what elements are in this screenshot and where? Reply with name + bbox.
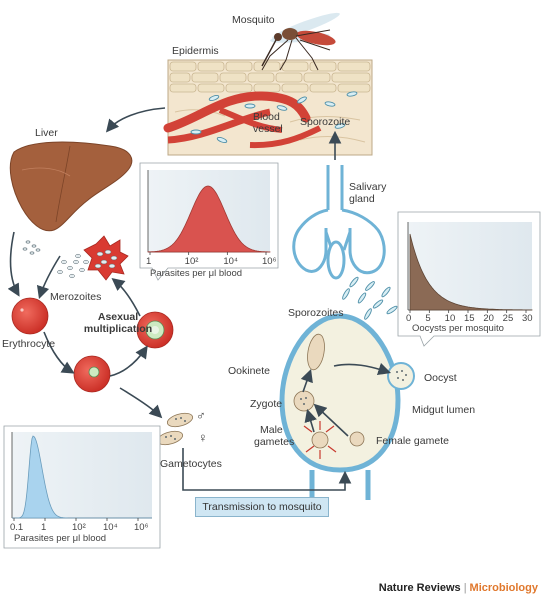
migrating-sporozoites [342, 276, 398, 320]
tick-label: 10⁶ [262, 256, 277, 267]
mosquito-illustration [261, 12, 340, 71]
label-merozoites: Merozoites [50, 291, 102, 303]
label-oocyst: Oocyst [424, 372, 457, 384]
tick-label: 30 [522, 313, 533, 324]
tick-label: 25 [502, 313, 514, 324]
label-sporozoite: Sporozoite [300, 116, 351, 128]
liver-merozoites [22, 240, 41, 255]
label-ookinete: Ookinete [228, 365, 271, 377]
tick-label: 1 [146, 256, 152, 267]
epidermis-cells [169, 61, 371, 93]
label-zygote: Zygote [250, 398, 283, 410]
tick-label: 10² [72, 522, 86, 533]
label-epidermis: Epidermis [172, 45, 219, 57]
label-midgut-lumen: Midgut lumen [412, 404, 476, 416]
tick-label: 15 [464, 313, 475, 324]
tick-label: 0 [406, 313, 412, 324]
chart-blood-stage [139, 162, 279, 281]
label-female-gamete: Female gamete [376, 435, 449, 447]
tick-label: 10² [184, 256, 199, 267]
skin-block [163, 59, 373, 156]
tick-label: 1 [41, 522, 47, 533]
cycle-arrows [7, 107, 392, 491]
male-symbol: ♂ [196, 408, 206, 423]
label-sporozoites: Sporozoites [288, 307, 344, 319]
label-blood-vessel-1: Blood [253, 111, 280, 123]
tick-label: 10 [444, 313, 456, 324]
liver-organ [9, 141, 133, 232]
tick-label: 10⁴ [223, 256, 238, 267]
skin-sporozoites [190, 91, 358, 143]
chart-gametocyte [3, 425, 161, 549]
chart-blood-xlabel: Parasites per μl blood [150, 268, 243, 279]
label-male-gametes-2: gametes [254, 436, 295, 448]
chart-oocyst [397, 211, 541, 347]
midgut [279, 313, 415, 500]
label-asexual-1: Asexual [97, 311, 139, 323]
footer-separator: | [463, 582, 467, 594]
rupturing-schizont [57, 235, 129, 281]
label-liver: Liver [35, 127, 58, 139]
tick-label: 10⁶ [134, 522, 149, 533]
label-gametocytes: Gametocytes [160, 458, 222, 470]
label-salivary-gland-1: Salivary [349, 181, 387, 193]
salivary-gland [292, 165, 386, 280]
footer-journal: Microbiology [469, 582, 538, 594]
female-symbol: ♀ [198, 430, 208, 445]
label-mosquito: Mosquito [232, 14, 275, 26]
erythrocyte [11, 297, 49, 335]
label-blood-vessel-2: vessel [253, 123, 283, 135]
chart-gam-xlabel: Parasites per μl blood [14, 533, 107, 544]
tick-label: 20 [483, 313, 494, 324]
tick-label: 10⁴ [103, 522, 118, 533]
label-asexual-2: multiplication [83, 323, 153, 335]
label-male-gametes-1: Male [260, 424, 283, 436]
transmission-box: Transmission to mosquito [195, 497, 329, 517]
blood-vessel [163, 91, 322, 149]
footer-publisher: Nature Reviews [378, 582, 461, 594]
journal-footer: Nature Reviews|Microbiology [379, 582, 538, 594]
label-erythrocyte: Erythrocyte [2, 338, 56, 350]
label-salivary-gland-2: gland [349, 193, 375, 205]
erythrocyte-cycle [11, 297, 174, 393]
tick-label: 0.1 [10, 522, 24, 533]
tick-label: 5 [425, 313, 431, 324]
gametocytes [156, 412, 194, 446]
chart-oo-xlabel: Oocysts per mosquito [412, 323, 504, 334]
